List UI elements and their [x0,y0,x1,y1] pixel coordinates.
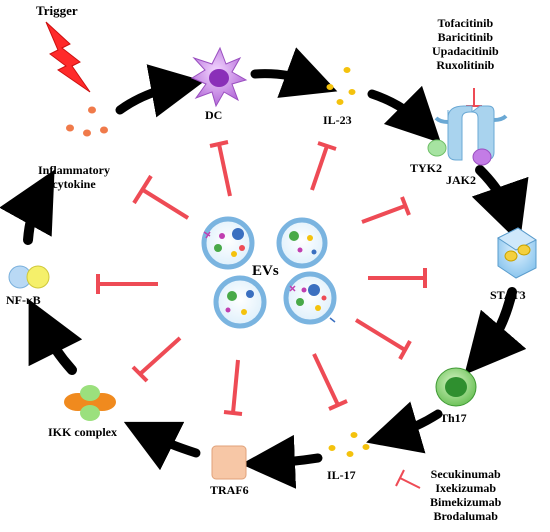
inflammatory-line1: Inflammatory [38,163,110,177]
arrow-il23-to-receptor [367,85,442,144]
ev-inhibition-lines [96,140,427,416]
inhibit-to-nfkb [96,274,158,294]
drug-secukinumab: Secukinumab [430,467,501,481]
ikk-complex-icon [64,385,116,421]
arrow-traf6-to-ikk [123,421,201,471]
evs-label: EVs [252,263,279,279]
traf6-label: TRAF6 [210,483,249,497]
traf6-icon [211,445,247,480]
receptor-icon [434,105,508,161]
il17-dots-icon [328,432,370,457]
inhibit-to-il23 [310,141,337,191]
inhibit-to-receptor [361,196,411,224]
drug-tofacitinib: Tofacitinib [437,16,494,30]
arrow-dc-to-il23 [250,47,338,98]
ev-vesicle-1 [201,216,255,270]
inhibit-to-dc [209,140,232,197]
il17-label: IL-17 [327,468,356,482]
inhibit-to-stat3 [368,268,427,288]
drug-baricitinib: Baricitinib [437,30,494,44]
cytokine-dots-icon [66,106,108,137]
il23-label: IL-23 [323,113,352,127]
inhibit-to-il17 [312,353,348,411]
drug-upadacitinib: Upadacitinib [432,44,499,58]
arrow-th17-to-il17 [366,401,443,454]
stat3-icon [497,227,537,279]
nfkb-icon [8,265,50,289]
il17-drug-inhibit [395,469,421,489]
jak-inhibitor-list: Tofacitinib Baricitinib Upadacitinib Rux… [432,16,499,72]
trigger-label: Trigger [36,3,78,18]
ev-vesicle-3 [213,275,267,329]
arrow-il17-to-traf6 [241,434,323,489]
arrow-nfkb-to-cytokine [0,169,55,245]
ikk-complex-label: IKK complex [48,425,117,439]
jak-drug-inhibit [466,88,482,107]
th17-cell-icon [435,367,477,407]
inflammatory-cytokine-label: Inflammatory cytokine [38,163,110,191]
il23-dots-icon [326,67,356,105]
trigger-lightning-icon [45,21,91,93]
inhibit-to-traf6 [223,359,243,416]
th17-label: Th17 [440,411,467,425]
stat3-label: STAT3 [490,288,526,302]
inhibit-to-th17 [354,318,412,360]
il17-inhibitor-list: Secukinumab Ixekizumab Bimekizumab Broda… [430,467,501,523]
ev-vesicle-2 [276,217,328,269]
arrow-ikk-to-nfkb [28,299,83,375]
jak2-label: JAK2 [446,173,476,187]
drug-bimekizumab: Bimekizumab [430,495,502,509]
arrow-cytokine-to-dc [115,64,205,118]
inhibit-to-cytokine [132,174,190,220]
drug-ruxolitinib: Ruxolitinib [436,58,495,72]
arrow-stat3-to-th17 [464,287,527,375]
dendritic-cell-icon [190,46,248,108]
inhibit-to-ikk [131,336,182,383]
nfkb-label: NF-κB [6,293,41,307]
drug-ixekizumab: Ixekizumab [435,481,497,495]
tyk2-label: TYK2 [410,161,443,175]
ev-vesicle-4 [283,271,337,325]
drug-brodalumab: Brodalumab [433,509,498,523]
tyk2-icon [427,139,447,157]
cycle-arrows [0,47,529,489]
arrow-jak-to-stat3 [471,165,529,244]
inflammatory-line2: cytokine [52,177,96,191]
dc-label: DC [205,108,223,122]
jak2-icon [472,148,492,166]
